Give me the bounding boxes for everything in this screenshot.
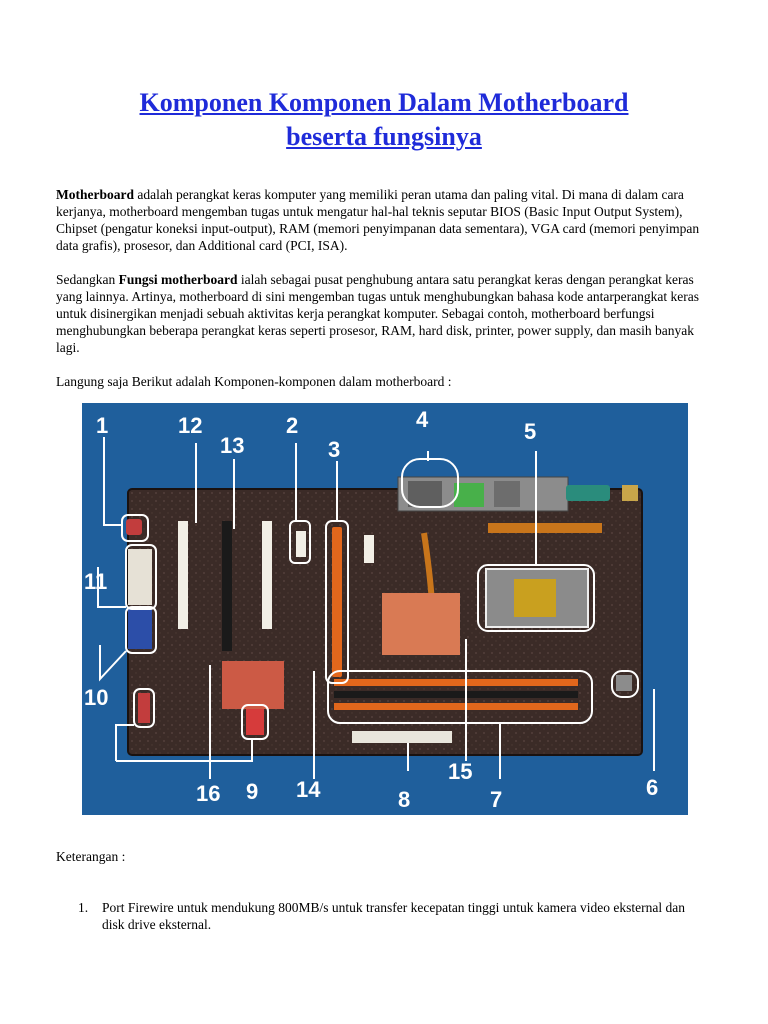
serial-port — [566, 485, 610, 501]
ram-slot-2 — [334, 691, 578, 698]
label-10: 10 — [84, 685, 108, 710]
label-8: 8 — [398, 787, 410, 812]
label-12: 12 — [178, 413, 202, 438]
label-9: 9 — [246, 779, 258, 804]
label-3: 3 — [328, 437, 340, 462]
ram-slot-3 — [334, 703, 578, 710]
pci-slot-3 — [364, 535, 374, 563]
keterangan-heading: Keterangan : — [56, 849, 126, 864]
paragraph-2-prefix: Sedangkan — [56, 272, 119, 287]
label-4: 4 — [416, 407, 429, 432]
sata-connector-center — [246, 709, 264, 735]
label-2: 2 — [286, 413, 298, 438]
title-line-2[interactable]: beserta fungsinya — [286, 122, 482, 151]
motherboard-figure: 1 12 13 2 3 4 5 11 10 16 9 14 15 8 7 6 — [82, 403, 688, 815]
northbridge-heatsink — [382, 593, 460, 655]
cpu-socket-center — [514, 579, 556, 617]
label-1: 1 — [96, 413, 108, 438]
pci-slot-1 — [178, 521, 188, 629]
floppy-connector — [128, 549, 152, 605]
southbridge-heatsink — [222, 661, 284, 709]
pcie-x16-slot — [332, 527, 342, 677]
atx-power-connector — [352, 731, 452, 743]
lan-port — [494, 481, 520, 507]
label-13: 13 — [220, 433, 244, 458]
paragraph-intro-components: Langung saja Berikut adalah Komponen-kom… — [56, 374, 452, 389]
label-14: 14 — [296, 777, 321, 802]
label-7: 7 — [490, 787, 502, 812]
label-5: 5 — [524, 419, 536, 444]
firewire-header — [126, 519, 142, 535]
callout-outlines — [121, 458, 639, 740]
sata-connector-left — [138, 693, 150, 723]
paragraph-motherboard-function: Sedangkan Fungsi motherboard ialah sebag… — [56, 271, 716, 356]
term-motherboard: Motherboard — [56, 187, 134, 202]
page-title[interactable]: Komponen Komponen Dalam Motherboard bese… — [40, 86, 728, 154]
paragraph-2-text: ialah sebagai pusat penghubung antara sa… — [56, 272, 699, 355]
pci-slot-2 — [262, 521, 272, 629]
term-fungsi-motherboard: Fungsi motherboard — [118, 272, 238, 287]
paragraph-motherboard-definition: Motherboard adalah perangkat keras kompu… — [56, 186, 716, 254]
list-item-text: Port Firewire untuk mendukung 800MB/s un… — [102, 900, 685, 932]
list-item-number: 1. — [78, 900, 89, 915]
pcie-small-slot — [296, 531, 306, 557]
label-15: 15 — [448, 759, 472, 784]
callout-leader-lines — [97, 437, 655, 779]
io-connector — [622, 485, 638, 501]
ide-connector-blue — [128, 609, 152, 649]
title-line-1[interactable]: Komponen Komponen Dalam Motherboard — [139, 88, 629, 117]
ps2-port — [408, 481, 442, 507]
fan-header-right — [616, 675, 632, 691]
pcie-x1-slot — [222, 521, 232, 651]
label-6: 6 — [646, 775, 658, 800]
label-11: 11 — [84, 569, 107, 594]
vrm-heatsink-bar — [488, 523, 602, 533]
label-16: 16 — [196, 781, 220, 806]
paragraph-1-text: adalah perangkat keras komputer yang mem… — [56, 187, 700, 253]
ram-slot-1 — [334, 679, 578, 686]
